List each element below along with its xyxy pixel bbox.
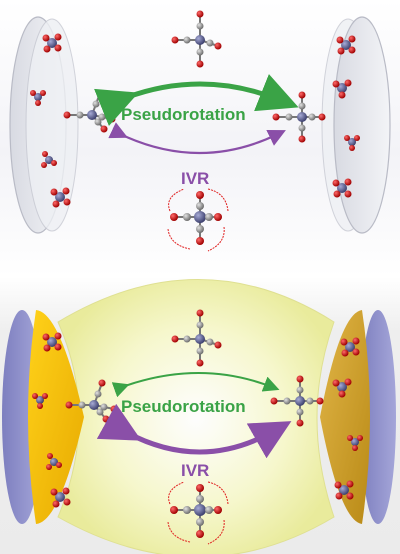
top-panel: Pseudorotation IVR [0,0,400,277]
ivr-arrow [96,403,292,459]
disc-molecules [32,332,363,508]
right-molecule [270,375,324,427]
right-molecule [272,91,326,143]
bottom-molecule [167,188,229,252]
pseudorotation-arrow [111,372,280,398]
ivr-arrow [108,122,286,155]
disc-molecules [30,33,360,208]
pseudorotation-label: Pseudorotation [121,397,246,416]
ivr-label: IVR [181,169,210,188]
top-molecule [171,309,222,367]
bottom-diagram [2,279,396,554]
right-disc [321,16,391,234]
bottom-panel: Pseudorotation IVR [0,277,400,554]
top-molecule [171,10,222,68]
left-disc [9,16,79,234]
top-diagram [9,10,391,252]
bottom-molecule [167,481,229,545]
right-disc [320,310,396,524]
pseudorotation-label: Pseudorotation [121,105,246,124]
ivr-label: IVR [181,461,210,480]
pseudorotation-arrow [94,74,299,126]
left-disc [2,310,84,524]
